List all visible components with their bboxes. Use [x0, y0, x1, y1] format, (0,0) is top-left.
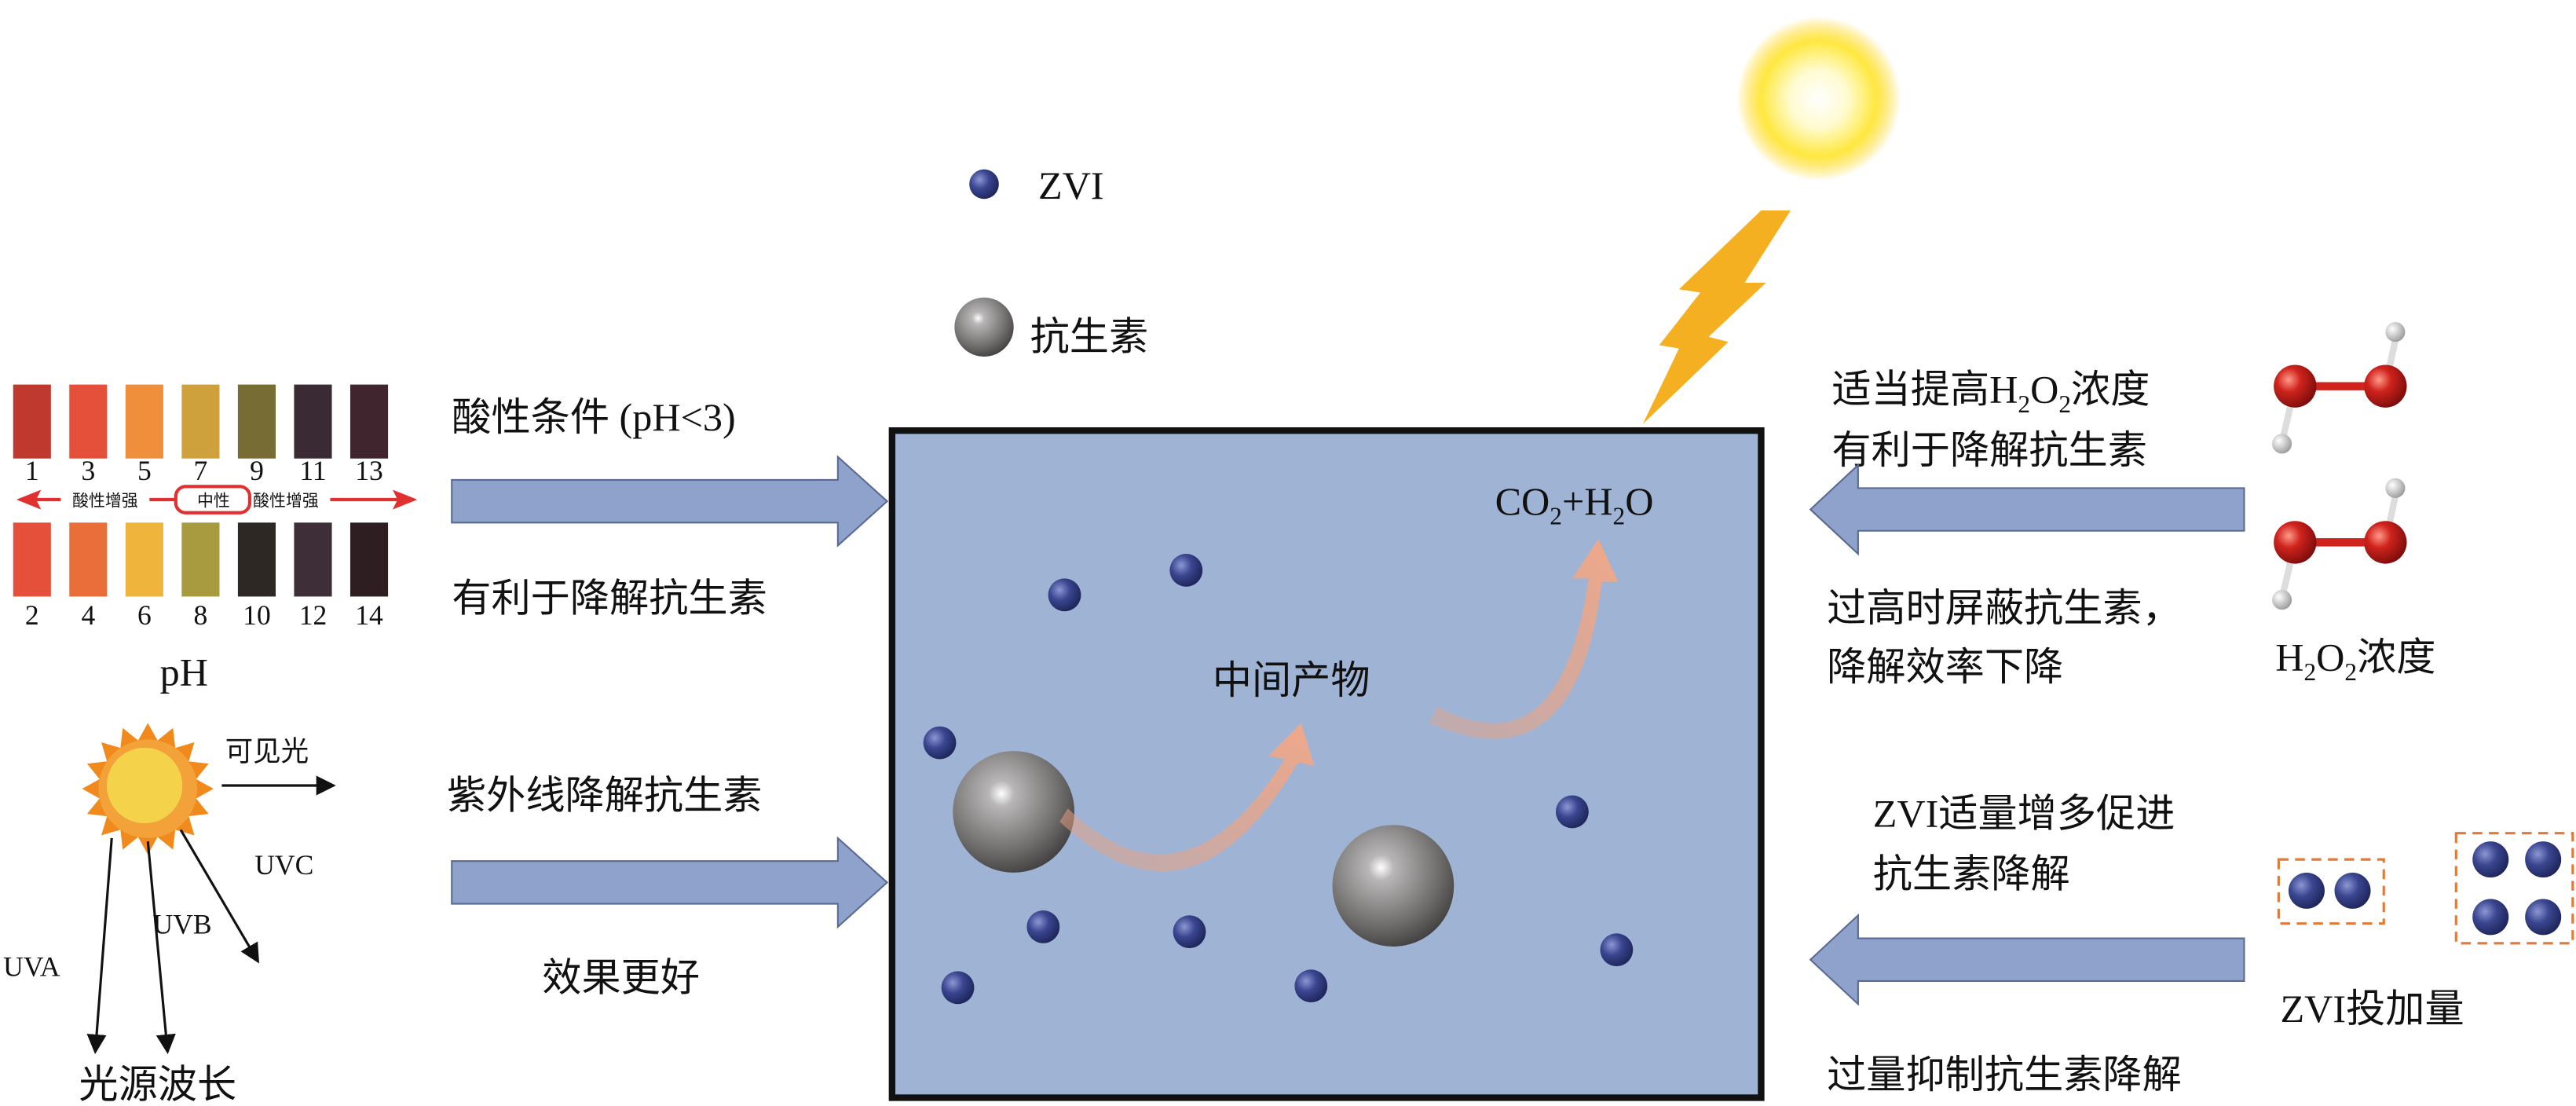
- uv-effect-text: 效果更好: [542, 955, 700, 999]
- visible-light-label: 可见光: [225, 736, 309, 767]
- uva-label: UVA: [3, 951, 60, 983]
- uvb-label: UVB: [153, 908, 212, 939]
- reactor-particles: [923, 554, 1634, 1005]
- zvi-particle: [923, 726, 957, 760]
- zvi-particle: [1173, 915, 1206, 949]
- zvi-down-text: 过量抑制抗生素降解: [1827, 1053, 2182, 1097]
- h2o2-down-text-2: 降解效率下降: [1827, 645, 2063, 689]
- ph-swatch: [294, 384, 332, 459]
- ph-number: 10: [243, 599, 271, 631]
- h2o2-molecule-icons: [2272, 322, 2407, 610]
- zvi-particle: [1555, 795, 1589, 829]
- light-rays: [86, 775, 336, 1055]
- curve-arrow-1: [1059, 723, 1315, 872]
- ph-arrow: [451, 455, 889, 548]
- antibiotic-particle: [1332, 825, 1454, 947]
- zvi-particle: [1294, 969, 1328, 1003]
- ph-number: 9: [250, 455, 264, 486]
- zvi-dosage-icons: [2277, 832, 2574, 945]
- ph-title: pH: [160, 650, 208, 694]
- curve-arrow-2: [1429, 539, 1619, 739]
- zvi-particle: [941, 971, 975, 1005]
- light-sun-icon: [82, 723, 214, 855]
- ph-swatch: [13, 384, 51, 459]
- ph-condition-text: 酸性条件 (pH<3): [452, 395, 735, 439]
- zvi-title: ZVI投加量: [2280, 987, 2464, 1031]
- ph-swatch: [125, 384, 163, 459]
- ph-swatch: [125, 522, 163, 597]
- h2o2-down-text-1: 过高时屏蔽抗生素，: [1827, 586, 2182, 630]
- ph-scale-line: 酸性增强 中性 酸性增强: [16, 485, 418, 515]
- ph-swatch: [181, 522, 220, 597]
- zvi-particle: [1026, 910, 1060, 943]
- ph-swatch: [69, 522, 108, 597]
- ph-swatch: [181, 384, 220, 459]
- ph-number: 6: [137, 599, 152, 631]
- zvi-legend-label: ZVI: [1038, 163, 1104, 207]
- zvi-up-text-2: 抗生素降解: [1873, 852, 2070, 896]
- uvc-label: UVC: [254, 849, 313, 881]
- antibiotic-particle: [953, 751, 1075, 873]
- ph-number: 5: [137, 455, 152, 486]
- h2o2-molecule-icon: [2272, 478, 2407, 610]
- ph-number: 11: [299, 455, 326, 486]
- ph-number: 8: [194, 599, 208, 631]
- ph-number: 13: [355, 455, 383, 486]
- zvi-up-text-1: ZVI适量增多促进: [1873, 791, 2175, 835]
- ph-alkaline-label: 酸性增强: [253, 491, 319, 510]
- ph-swatch: [13, 522, 51, 597]
- ph-neutral-label: 中性: [197, 491, 230, 510]
- ph-swatch: [237, 384, 276, 459]
- h2o2-up-text-1: 适当提高H2O2浓度: [1831, 368, 2150, 419]
- h2o2-title: H2O2浓度: [2275, 635, 2435, 687]
- ph-number: 1: [25, 455, 39, 486]
- h2o2-arrow: [1809, 463, 2245, 556]
- product-label: CO2+H2O: [1495, 479, 1654, 530]
- ph-swatch: [237, 522, 276, 597]
- ph-swatch: [349, 522, 389, 597]
- zvi-particle: [1048, 578, 1081, 612]
- antibiotic-legend-label: 抗生素: [1030, 315, 1149, 359]
- h2o2-molecule-icon: [2272, 322, 2407, 454]
- intermediate-label: 中间产物: [1213, 658, 1370, 702]
- ph-swatch: [294, 522, 332, 597]
- ph-number: 3: [81, 455, 95, 486]
- zvi-legend-icon: [969, 169, 999, 200]
- uv-arrow: [451, 836, 889, 929]
- uv-condition-text: 紫外线降解抗生素: [447, 773, 763, 817]
- zvi-arrow: [1809, 913, 2245, 1006]
- h2o2-up-text-2: 有利于降解抗生素: [1831, 428, 2147, 472]
- ph-swatch: [69, 384, 108, 459]
- ph-number: 12: [299, 599, 327, 631]
- lightning-icon: [1642, 210, 1791, 424]
- ph-swatch: [349, 384, 389, 459]
- antibiotic-legend-icon: [954, 297, 1014, 357]
- light-title: 光源波长: [79, 1062, 236, 1106]
- zvi-particle: [1169, 554, 1203, 587]
- ph-number: 14: [355, 599, 383, 631]
- sun-icon: [1736, 16, 1901, 181]
- zvi-particle: [1600, 933, 1634, 967]
- ph-acid-label: 酸性增强: [72, 491, 138, 510]
- ph-effect-text: 有利于降解抗生素: [452, 576, 767, 620]
- ph-number: 4: [81, 599, 95, 631]
- ph-number: 2: [25, 599, 39, 631]
- ph-number: 7: [194, 455, 208, 486]
